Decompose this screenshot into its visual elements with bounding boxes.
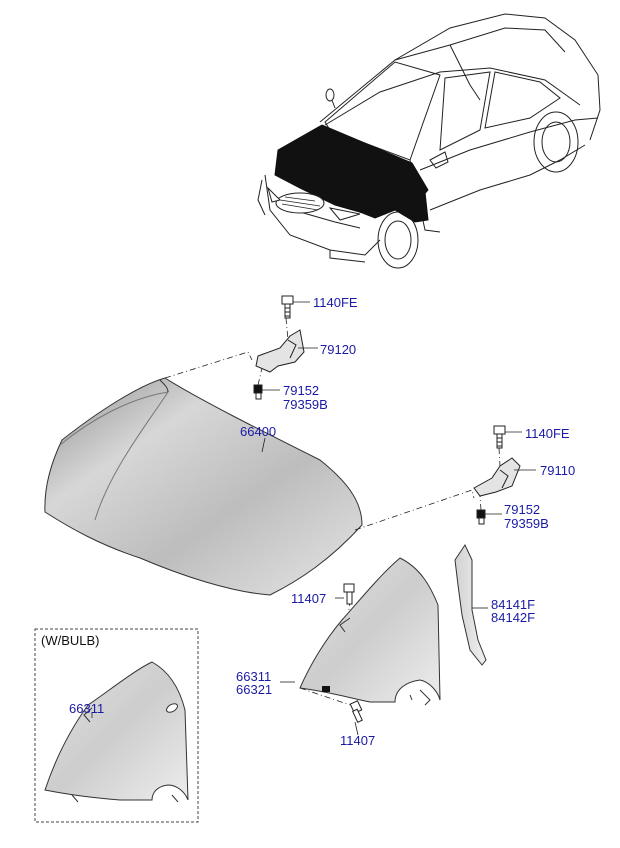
label-fender-bolt-upper: 11407 bbox=[291, 591, 327, 606]
car-grille-pattern bbox=[279, 196, 321, 211]
fender-main-detail bbox=[339, 617, 431, 706]
fender-insulator bbox=[454, 543, 487, 666]
label-bumper-right-a: 79152 bbox=[504, 502, 541, 517]
label-hood: 66400 bbox=[240, 424, 277, 439]
label-fender-a: 66311 bbox=[236, 669, 272, 684]
label-bumper-right-b: 79359B bbox=[504, 516, 549, 531]
hood-crease bbox=[59, 391, 170, 521]
label-bumper-left-b: 79359B bbox=[283, 397, 328, 412]
fender-bolt-lower bbox=[349, 700, 363, 723]
hood-panel bbox=[44, 377, 363, 596]
label-fender-bulb: 66311 bbox=[69, 701, 105, 716]
car-headlight-right bbox=[328, 207, 361, 221]
hinge-right bbox=[473, 457, 521, 497]
label-fender-bolt-lower: 11407 bbox=[340, 733, 376, 748]
car-headlight-left bbox=[266, 186, 281, 203]
hinge-right-detail bbox=[499, 469, 509, 489]
label-hinge-right: 79110 bbox=[540, 463, 576, 478]
fender-bolt-upper bbox=[343, 583, 355, 605]
label-bumper-left-a: 79152 bbox=[283, 383, 320, 398]
label-bolt-top: 1140FE bbox=[313, 295, 358, 310]
fender-bulb-detail bbox=[71, 707, 179, 803]
label-hinge-left: 79120 bbox=[320, 342, 357, 357]
hinge-left-detail bbox=[287, 339, 297, 359]
hood-edge bbox=[159, 379, 169, 393]
car-fender-highlight bbox=[358, 191, 429, 223]
bumper-left bbox=[253, 384, 263, 400]
label-fender-b: 66321 bbox=[236, 682, 273, 697]
label-bolt-right: 1140FE bbox=[525, 426, 570, 441]
label-bulb-variant: (W/BULB) bbox=[41, 633, 100, 648]
bulb-variant-box bbox=[34, 628, 199, 823]
guide-lines bbox=[164, 317, 501, 706]
fender-main bbox=[299, 557, 441, 703]
label-insulator-b: 84142F bbox=[491, 610, 536, 625]
bolt-right bbox=[493, 425, 506, 449]
fender-bulb bbox=[44, 661, 189, 801]
bolt-top-left bbox=[281, 295, 294, 319]
fender-bulb-lamp bbox=[166, 703, 178, 713]
bumper-right bbox=[476, 509, 486, 525]
fender-clip bbox=[322, 686, 330, 692]
leader-lines bbox=[91, 301, 536, 736]
hinge-left bbox=[255, 329, 305, 373]
label-insulator-a: 84141F bbox=[491, 597, 536, 612]
